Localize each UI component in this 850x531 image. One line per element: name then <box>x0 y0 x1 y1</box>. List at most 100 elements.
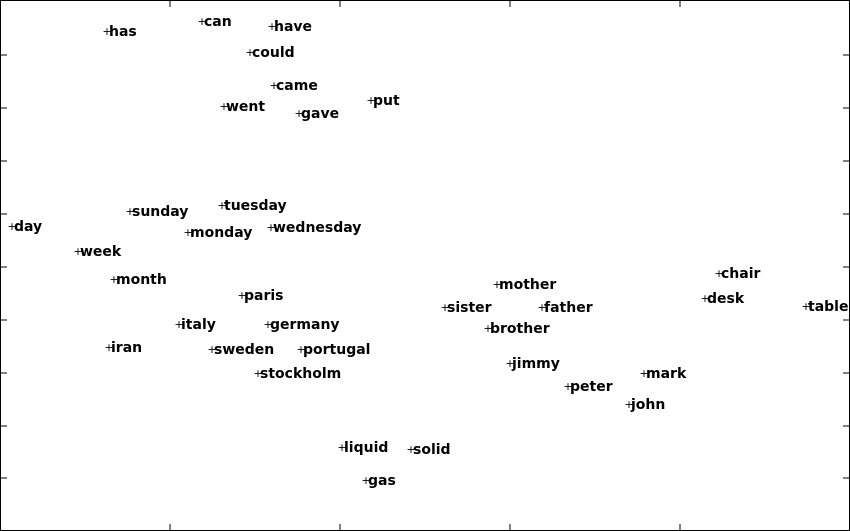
point-italy: +italy <box>174 317 215 333</box>
point-paris: +paris <box>237 288 283 304</box>
point-mark: +mark <box>639 366 687 382</box>
point-monday: +monday <box>183 225 252 241</box>
point-label: gas <box>368 473 396 489</box>
point-chair: +chair <box>714 266 760 282</box>
point-marker: + <box>294 107 303 120</box>
point-marker: + <box>217 199 226 212</box>
point-label: stockholm <box>260 366 341 382</box>
point-label: father <box>544 300 593 316</box>
point-label: can <box>204 14 232 30</box>
point-john: +john <box>624 397 665 413</box>
point-label: mother <box>499 277 556 293</box>
point-label: iran <box>111 340 142 356</box>
point-marker: + <box>624 398 633 411</box>
point-marker: + <box>296 343 305 356</box>
point-could: +could <box>245 45 294 61</box>
point-label: has <box>109 24 137 40</box>
point-marker: + <box>237 289 246 302</box>
point-label: liquid <box>344 440 388 456</box>
point-portugal: +portugal <box>296 342 370 358</box>
point-marker: + <box>102 25 111 38</box>
point-marker: + <box>109 273 118 286</box>
point-label: chair <box>721 266 761 282</box>
point-solid: +solid <box>406 442 450 458</box>
point-wednesday: +wednesday <box>266 220 361 236</box>
point-month: +month <box>109 272 166 288</box>
point-marker: + <box>266 221 275 234</box>
point-marker: + <box>492 278 501 291</box>
point-marker: + <box>125 205 134 218</box>
point-marker: + <box>245 46 254 59</box>
point-marker: + <box>700 292 709 305</box>
point-label: monday <box>190 225 252 241</box>
point-label: week <box>80 244 122 260</box>
point-label: mark <box>646 366 687 382</box>
data-points: +has+can+have+could+came+went+gave+put+d… <box>7 14 848 489</box>
point-father: +father <box>537 300 592 316</box>
point-marker: + <box>537 301 546 314</box>
point-tuesday: +tuesday <box>217 198 286 214</box>
point-put: +put <box>366 93 400 109</box>
point-marker: + <box>174 318 183 331</box>
point-label: peter <box>570 379 613 395</box>
point-label: day <box>14 219 42 235</box>
point-label: italy <box>181 317 216 333</box>
point-marker: + <box>73 245 82 258</box>
point-marker: + <box>801 300 810 313</box>
point-marker: + <box>563 380 572 393</box>
point-jimmy: +jimmy <box>505 356 560 372</box>
point-marker: + <box>440 301 449 314</box>
point-marker: + <box>361 474 370 487</box>
point-marker: + <box>505 357 514 370</box>
point-mother: +mother <box>492 277 556 293</box>
point-label: wednesday <box>273 220 361 236</box>
point-marker: + <box>183 226 192 239</box>
point-label: sunday <box>132 204 188 220</box>
point-label: month <box>116 272 167 288</box>
point-has: +has <box>102 24 136 40</box>
point-brother: +brother <box>483 321 549 337</box>
point-label: put <box>373 93 400 109</box>
point-can: +can <box>197 14 231 30</box>
point-label: sister <box>447 300 492 316</box>
point-label: tuesday <box>224 198 287 214</box>
point-gas: +gas <box>361 473 395 489</box>
point-sunday: +sunday <box>125 204 188 220</box>
point-label: desk <box>707 291 745 307</box>
point-label: portugal <box>303 342 370 358</box>
point-liquid: +liquid <box>337 440 388 456</box>
point-marker: + <box>104 341 113 354</box>
point-marker: + <box>714 267 723 280</box>
point-peter: +peter <box>563 379 612 395</box>
point-stockholm: +stockholm <box>253 366 341 382</box>
point-marker: + <box>337 441 346 454</box>
point-gave: +gave <box>294 106 339 122</box>
point-label: sweden <box>214 342 274 358</box>
point-have: +have <box>267 19 312 35</box>
point-desk: +desk <box>700 291 744 307</box>
point-label: went <box>226 99 265 115</box>
point-iran: +iran <box>104 340 142 356</box>
point-label: brother <box>490 321 550 337</box>
point-marker: + <box>219 100 228 113</box>
point-label: paris <box>244 288 284 304</box>
point-sweden: +sweden <box>207 342 274 358</box>
point-marker: + <box>366 94 375 107</box>
point-label: germany <box>270 317 340 333</box>
point-marker: + <box>269 79 278 92</box>
point-table: +table <box>801 299 848 315</box>
point-marker: + <box>207 343 216 356</box>
point-marker: + <box>406 443 415 456</box>
point-marker: + <box>639 367 648 380</box>
point-label: gave <box>301 106 339 122</box>
point-label: table <box>808 299 848 315</box>
point-day: +day <box>7 219 42 235</box>
point-marker: + <box>7 220 16 233</box>
point-marker: + <box>483 322 492 335</box>
point-marker: + <box>253 367 262 380</box>
point-went: +went <box>219 99 265 115</box>
point-marker: + <box>263 318 272 331</box>
point-label: jimmy <box>511 356 560 372</box>
